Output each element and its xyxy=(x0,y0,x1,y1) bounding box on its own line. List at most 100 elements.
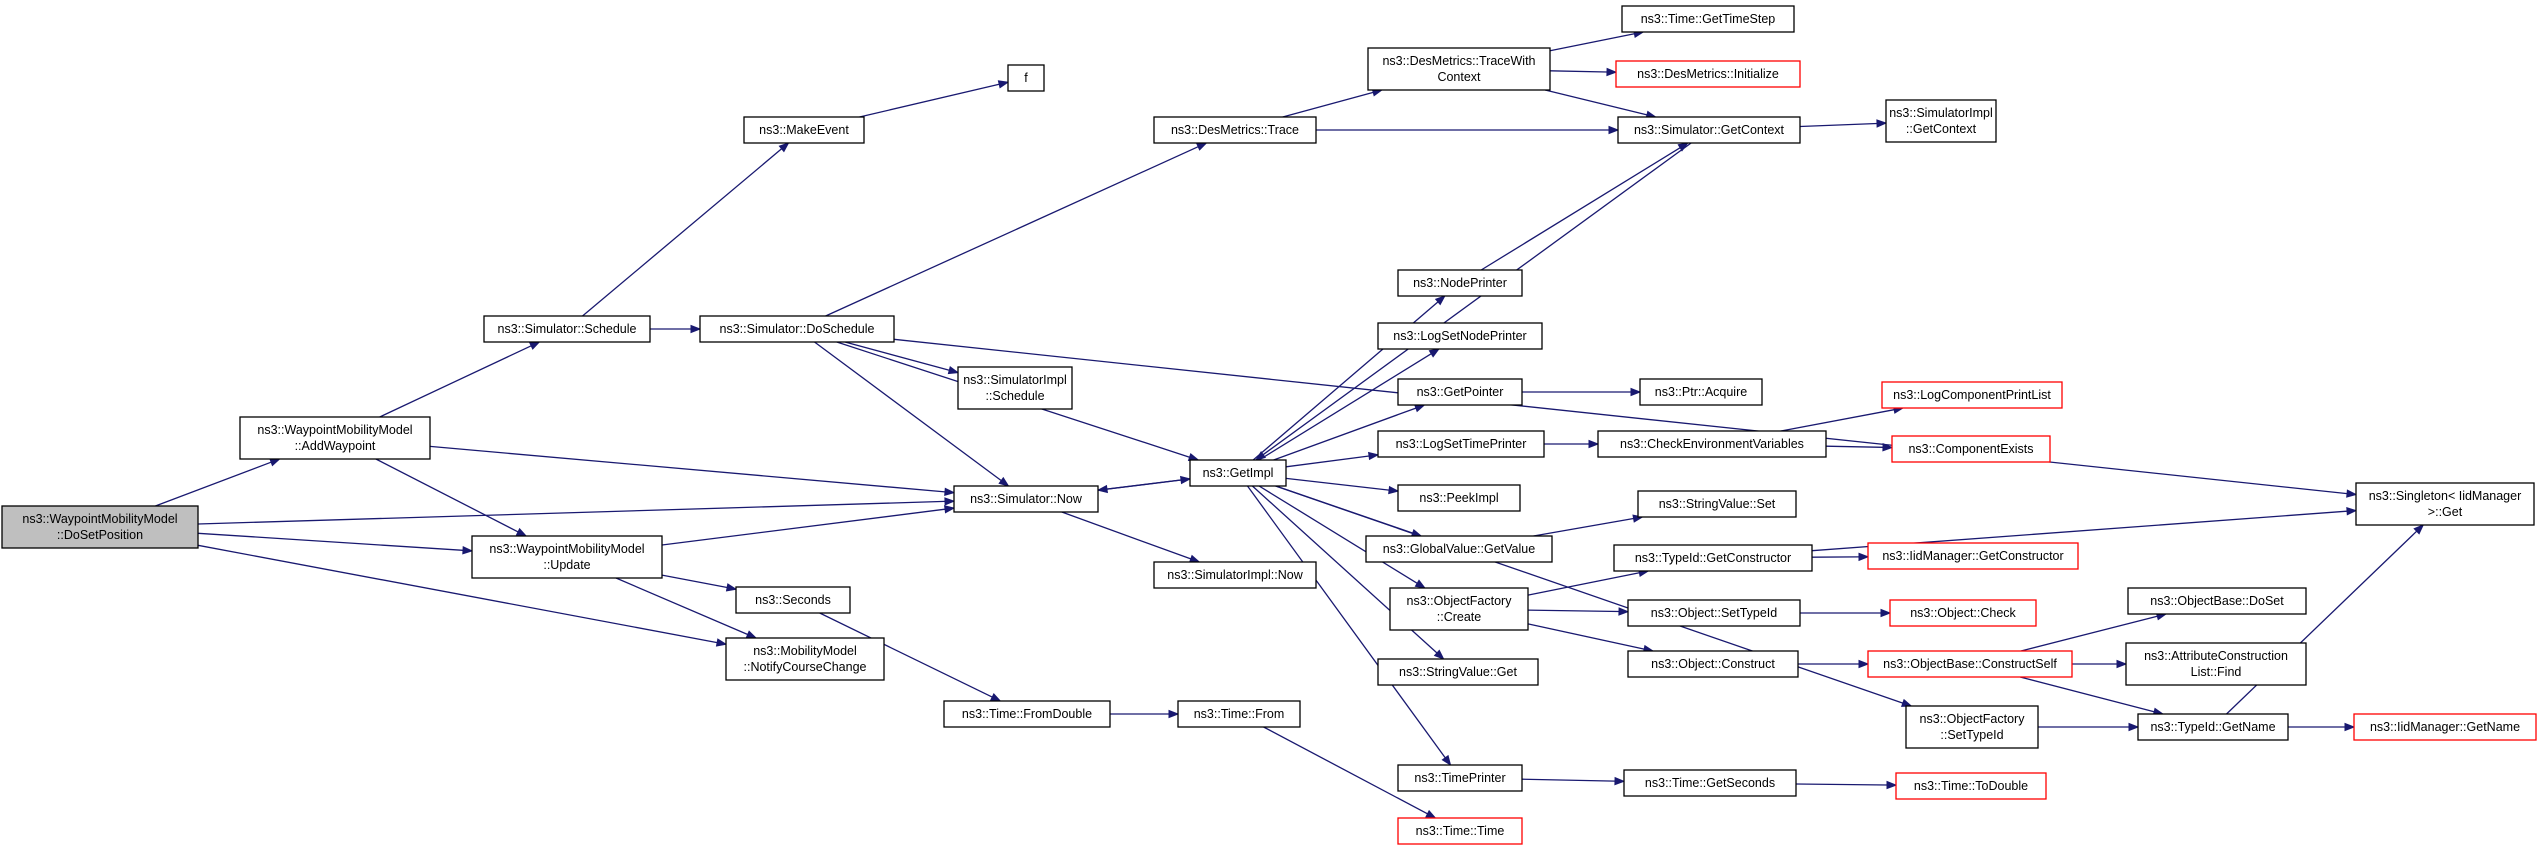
node-globalGetValue[interactable]: ns3::GlobalValue::GetValue xyxy=(1365,535,1553,563)
node-getImpl[interactable]: ns3::GetImpl xyxy=(1189,459,1287,487)
node-fromDouble[interactable]: ns3::Time::FromDouble xyxy=(943,700,1111,728)
edge-typeIdGetName-to-singletonGet xyxy=(2226,524,2425,715)
edge-addWaypoint-to-wmUpdate xyxy=(375,458,528,537)
edge-fromDouble-to-timeFrom xyxy=(1110,709,1180,719)
node-f[interactable]: f xyxy=(1007,64,1045,92)
edge-timePrinter-to-getSeconds xyxy=(1521,776,1626,786)
node-getTimeStep[interactable]: ns3::Time::GetTimeStep xyxy=(1621,5,1795,33)
node-box xyxy=(1377,430,1545,458)
node-peekImpl[interactable]: ns3::PeekImpl xyxy=(1397,484,1521,512)
node-objConstruct[interactable]: ns3::Object::Construct xyxy=(1627,650,1799,678)
node-objCheck[interactable]: ns3::Object::Check xyxy=(1889,599,2037,627)
node-box xyxy=(1889,599,2037,627)
node-label: ns3::Simulator::GetContext xyxy=(1634,123,1785,137)
node-constructSelf[interactable]: ns3::ObjectBase::ConstructSelf xyxy=(1867,650,2073,678)
arrowhead-icon xyxy=(1614,776,1626,786)
node-box xyxy=(1397,269,1523,297)
edge-typeIdGetName-to-iidGetName xyxy=(2288,722,2356,732)
node-addWaypoint[interactable]: ns3::WaypointMobilityModel::AddWaypoint xyxy=(239,416,431,460)
node-label: ns3::ObjectFactory xyxy=(1407,594,1513,608)
node-box xyxy=(1639,378,1763,406)
node-label: ns3::Time::Time xyxy=(1416,824,1505,838)
node-box xyxy=(1885,99,1997,143)
edge-constructSelf-to-attrFind xyxy=(2072,659,2128,669)
node-simImplGetContext[interactable]: ns3::SimulatorImpl::GetContext xyxy=(1885,99,1997,143)
node-label: ns3::Time::GetSeconds xyxy=(1645,776,1775,790)
arrowhead-icon xyxy=(1433,649,1445,660)
node-box xyxy=(1637,490,1797,518)
arrowhead-icon xyxy=(989,693,1002,702)
node-box xyxy=(1895,772,2047,800)
edge-globalGetValue-to-stringValueSet xyxy=(1533,514,1644,537)
node-timeTime[interactable]: ns3::Time::Time xyxy=(1397,817,1523,845)
node-nodePrinter[interactable]: ns3::NodePrinter xyxy=(1397,269,1523,297)
edge-line xyxy=(1263,726,1428,815)
node-objFactorySetTypeId[interactable]: ns3::ObjectFactory::SetTypeId xyxy=(1905,705,2039,749)
node-getConstructor[interactable]: ns3::TypeId::GetConstructor xyxy=(1613,544,1813,572)
node-logSetNodePrinter[interactable]: ns3::LogSetNodePrinter xyxy=(1377,322,1543,350)
node-label: ns3::NodePrinter xyxy=(1413,276,1507,290)
node-box xyxy=(735,586,851,614)
edge-line xyxy=(1480,147,1681,271)
node-simImplSchedule[interactable]: ns3::SimulatorImpl::Schedule xyxy=(957,366,1073,410)
node-compExists[interactable]: ns3::ComponentExists xyxy=(1891,435,2051,463)
node-singletonGet[interactable]: ns3::Singleton< IidManager>::Get xyxy=(2355,482,2535,526)
node-label: ns3::TypeId::GetConstructor xyxy=(1635,551,1791,565)
node-label: ns3::Time::GetTimeStep xyxy=(1641,12,1776,26)
edge-getImpl-to-peekImpl xyxy=(1285,477,1400,495)
node-desInit[interactable]: ns3::DesMetrics::Initialize xyxy=(1615,60,1801,88)
node-ptrAcquire[interactable]: ns3::Ptr::Acquire xyxy=(1639,378,1763,406)
node-box xyxy=(1597,430,1827,458)
arrowhead-icon xyxy=(1630,387,1642,397)
node-stringValueSet[interactable]: ns3::StringValue::Set xyxy=(1637,490,1797,518)
node-box xyxy=(1367,47,1551,91)
node-stringValueGet[interactable]: ns3::StringValue::Get xyxy=(1377,658,1539,686)
node-label: ns3::Time::From xyxy=(1194,707,1285,721)
node-simSchedule[interactable]: ns3::Simulator::Schedule xyxy=(483,315,651,343)
node-makeEvent[interactable]: ns3::MakeEvent xyxy=(743,116,865,144)
node-logCompPrintList[interactable]: ns3::LogComponentPrintList xyxy=(1881,381,2063,409)
edge-line xyxy=(1795,783,1888,786)
node-wmUpdate[interactable]: ns3::WaypointMobilityModel::Update xyxy=(471,535,663,579)
edge-objFactoryCreate-to-getConstructor xyxy=(1527,568,1650,596)
node-getContext[interactable]: ns3::Simulator::GetContext xyxy=(1617,116,1801,144)
node-checkEnv[interactable]: ns3::CheckEnvironmentVariables xyxy=(1597,430,1827,458)
node-getSeconds[interactable]: ns3::Time::GetSeconds xyxy=(1623,769,1797,797)
node-desTrace[interactable]: ns3::DesMetrics::Trace xyxy=(1153,116,1317,144)
arrowhead-icon xyxy=(1428,348,1441,358)
node-label: ::Update xyxy=(543,558,590,572)
node-logSetTimePrinter[interactable]: ns3::LogSetTimePrinter xyxy=(1377,430,1545,458)
node-label: Context xyxy=(1437,70,1481,84)
arrowhead-icon xyxy=(1414,579,1427,589)
node-notifyCourse[interactable]: ns3::MobilityModel::NotifyCourseChange xyxy=(725,637,885,681)
edge-line xyxy=(1273,407,1417,461)
node-iidGetConstructor[interactable]: ns3::IidManager::GetConstructor xyxy=(1867,542,2079,570)
node-doSchedule[interactable]: ns3::Simulator::DoSchedule xyxy=(699,315,895,343)
node-box xyxy=(1627,650,1799,678)
node-objFactoryCreate[interactable]: ns3::ObjectFactory::Create xyxy=(1389,587,1529,631)
node-toDouble[interactable]: ns3::Time::ToDouble xyxy=(1895,772,2047,800)
node-timePrinter[interactable]: ns3::TimePrinter xyxy=(1397,764,1523,792)
arrowhead-icon xyxy=(1195,142,1208,151)
edge-line xyxy=(825,146,1199,317)
edge-getImpl-to-objFactorySetTypeId xyxy=(1275,485,1913,707)
node-seconds[interactable]: ns3::Seconds xyxy=(735,586,851,614)
node-getPointer[interactable]: ns3::GetPointer xyxy=(1397,378,1523,406)
node-typeIdGetName[interactable]: ns3::TypeId::GetName xyxy=(2137,713,2289,741)
node-simImplNow[interactable]: ns3::SimulatorImpl::Now xyxy=(1153,561,1317,589)
edge-line xyxy=(819,612,993,698)
arrowhead-icon xyxy=(1096,484,1108,494)
arrowhead-icon xyxy=(1441,754,1452,767)
node-doSetPosition[interactable]: ns3::WaypointMobilityModel::DoSetPositio… xyxy=(1,505,199,549)
arrowhead-icon xyxy=(944,487,956,496)
edge-objFactoryCreate-to-objConstruct xyxy=(1527,623,1655,654)
node-box xyxy=(1153,116,1317,144)
node-timeFrom[interactable]: ns3::Time::From xyxy=(1177,700,1301,728)
node-iidGetName[interactable]: ns3::IidManager::GetName xyxy=(2353,713,2537,741)
node-doSet[interactable]: ns3::ObjectBase::DoSet xyxy=(2127,587,2307,615)
edge-checkEnv-to-logCompPrintList xyxy=(1780,405,1905,432)
node-objSetTypeId[interactable]: ns3::Object::SetTypeId xyxy=(1627,599,1801,627)
node-simNow[interactable]: ns3::Simulator::Now xyxy=(953,485,1099,513)
